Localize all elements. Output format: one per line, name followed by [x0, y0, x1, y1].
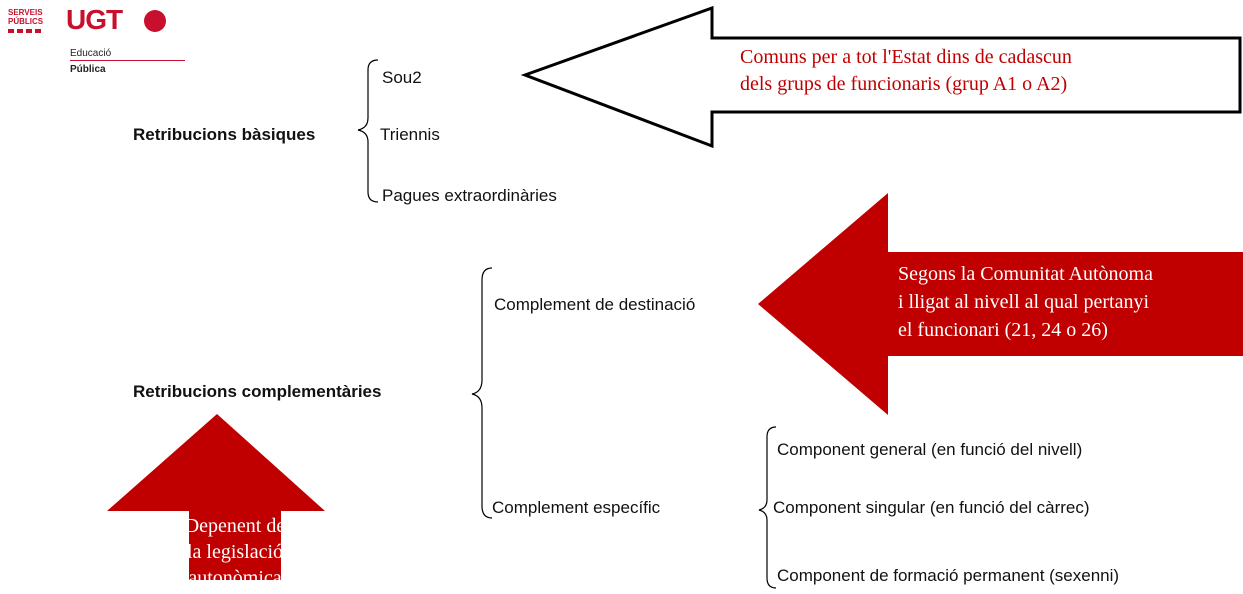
basic-item-triennis: Triennis — [380, 125, 440, 144]
basic-item-pagues: Pagues extraordinàries — [382, 186, 557, 205]
destination-label: Complement de destinació — [494, 295, 696, 314]
component-general: Component general (en funció del nivell) — [777, 440, 1083, 459]
specific-label: Complement específic — [492, 498, 661, 517]
complementary-title: Retribucions complementàries — [133, 382, 382, 401]
component-formacio: Component de formació permanent (sexenni… — [777, 566, 1120, 585]
logo-divider — [70, 60, 185, 61]
basic-note-line: dels grups de funcionaris (grup A1 o A2) — [740, 73, 1068, 95]
basic-note: Comuns per a tot l'Estat dins de cadascu… — [740, 44, 1072, 98]
up-arrow-note-line: Depenent de — [184, 515, 286, 537]
logo-publica: Pública — [70, 64, 106, 75]
logo-dots — [8, 29, 43, 33]
destination-note-line: el funcionari (21, 24 o 26) — [898, 319, 1108, 341]
destination-note-line: Segons la Comunitat Autònoma — [898, 263, 1153, 285]
up-arrow-note-line: autonòmica — [188, 567, 282, 589]
up-arrow-note-line: la legislació — [186, 541, 284, 563]
basic-title: Retribucions bàsiques — [133, 125, 316, 144]
red-arrow-up — [107, 414, 325, 580]
basic-note-line: Comuns per a tot l'Estat dins de cadascu… — [740, 46, 1072, 68]
logo-publics-text: PÚBLICS — [8, 17, 44, 26]
up-arrow-note: Depenent de la legislació autonòmica — [185, 513, 286, 591]
destination-note-line: i lligat al nivell al qual pertanyi — [898, 291, 1150, 313]
logo-serveis-text: SERVEIS — [8, 8, 43, 17]
basic-item-sou: Sou2 — [382, 68, 422, 87]
red-arrow-left — [758, 193, 1243, 415]
outline-arrow-left — [520, 5, 1242, 149]
component-singular: Component singular (en funció del càrrec… — [773, 498, 1090, 517]
brace-complementary — [471, 267, 493, 519]
brace-specific — [758, 426, 777, 589]
logo-serveis-block: SERVEIS PÚBLICS — [8, 8, 43, 33]
destination-note: Segons la Comunitat Autònoma i lligat al… — [898, 260, 1153, 344]
logo-educacio: Educació — [70, 48, 112, 59]
brace-basic — [357, 59, 379, 203]
logo-ugt-text: UGT — [66, 4, 123, 35]
handshake-icon — [144, 10, 166, 32]
